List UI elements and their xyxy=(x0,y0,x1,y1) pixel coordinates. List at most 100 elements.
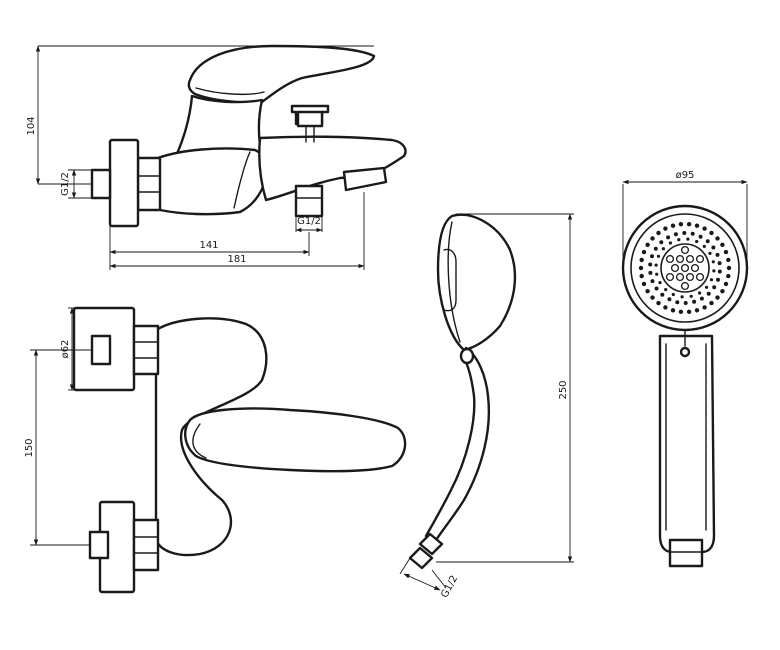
nozzle-dot xyxy=(702,305,707,310)
nozzle-dot xyxy=(709,230,714,236)
nozzle-dot xyxy=(671,292,675,297)
nozzle-dot xyxy=(715,252,720,257)
mixer-top-view: ø62 150 xyxy=(24,306,407,594)
nozzle-dot xyxy=(702,226,707,231)
center-nozzle xyxy=(685,272,695,282)
center-nozzle xyxy=(680,245,690,255)
nozzle-dot xyxy=(675,300,680,305)
mixer-cartridge-body xyxy=(174,94,264,158)
nozzle-dot xyxy=(690,231,695,236)
center-nozzle xyxy=(665,272,675,282)
nozzle-dot xyxy=(641,249,647,255)
nozzle-dot xyxy=(656,230,661,236)
nozzle-dot xyxy=(653,246,658,251)
nozzle-dot xyxy=(711,260,715,264)
mixer-nut xyxy=(136,156,162,212)
inlet-pipe xyxy=(90,168,112,200)
nozzle-dot xyxy=(698,234,703,239)
nozzle-dot xyxy=(716,277,720,282)
mixer-body-plan xyxy=(154,317,268,557)
center-nozzle xyxy=(695,254,705,264)
dim-handshower-250: 250 xyxy=(558,380,569,399)
center-nozzle xyxy=(690,263,700,273)
center-nozzle xyxy=(675,254,685,264)
dim-height-104: 104 xyxy=(26,116,37,135)
nozzle-dot xyxy=(702,244,706,248)
nozzle-dot xyxy=(692,299,697,304)
nozzle-dot xyxy=(726,257,731,263)
mixer-aerator xyxy=(342,166,388,192)
nozzle-dot xyxy=(678,309,684,314)
nozzle-dot xyxy=(655,272,659,276)
nozzle-dot xyxy=(709,278,714,282)
nozzle-dot xyxy=(705,239,710,244)
nozzle-dot xyxy=(723,281,729,287)
nozzle-dot xyxy=(641,281,647,287)
nozzle-dot xyxy=(695,239,699,244)
nozzle-dot xyxy=(650,236,655,241)
nozzle-dot xyxy=(650,279,655,284)
nozzle-dot xyxy=(694,223,700,228)
handshower-head-side xyxy=(436,213,517,352)
center-nozzle xyxy=(665,254,675,264)
handshower-side-view: 250 G1/2 xyxy=(399,213,574,600)
nozzle-dot xyxy=(717,261,722,266)
nozzle-dot xyxy=(726,273,731,279)
mixer-spout xyxy=(258,135,407,202)
spray-nozzles xyxy=(638,222,732,314)
nozzle-dot xyxy=(694,308,700,313)
dim-outlet-thread: G1/2 xyxy=(297,216,321,227)
nozzle-dot xyxy=(656,300,661,306)
nozzle-dot xyxy=(698,291,702,295)
nozzle-dot xyxy=(639,273,644,279)
mixer-lever-handle xyxy=(187,44,376,104)
nozzle-dot xyxy=(712,269,716,273)
nozzle-dot xyxy=(670,308,676,313)
nozzle-dot xyxy=(686,237,690,241)
nozzle-dot xyxy=(673,232,678,237)
nozzle-dot xyxy=(650,295,655,300)
nozzle-dot xyxy=(648,262,653,267)
center-nozzle xyxy=(695,272,705,282)
nozzle-dot xyxy=(689,294,693,298)
nozzle-dot xyxy=(708,251,712,255)
nozzle-dot xyxy=(667,297,672,302)
nozzle-dot xyxy=(668,241,673,245)
nozzle-dot xyxy=(650,254,654,259)
nozzle-dot xyxy=(715,295,720,300)
nozzle-dot xyxy=(686,222,692,227)
mixer-lower-body xyxy=(156,147,269,216)
handshower-bottom-nut xyxy=(668,538,704,568)
dim-head-dia: ø95 xyxy=(676,170,695,181)
nozzle-dot xyxy=(699,296,704,301)
nozzle-dot xyxy=(705,285,709,289)
nozzle-dot xyxy=(663,305,668,310)
nozzle-dot xyxy=(645,289,650,294)
nozzle-dot xyxy=(666,235,671,240)
nozzle-dot xyxy=(638,265,644,271)
nozzle-dot xyxy=(656,254,661,258)
handshower-connector xyxy=(418,532,444,556)
nozzle-dot xyxy=(720,289,725,294)
nozzle-dot xyxy=(661,247,666,251)
nozzle-dot xyxy=(677,238,681,242)
nozzle-dot xyxy=(683,301,688,305)
nozzle-dot xyxy=(658,281,662,285)
nozzle-dot xyxy=(670,223,676,228)
center-nozzle xyxy=(675,272,685,282)
center-nozzle xyxy=(685,254,695,264)
dim-length-181: 181 xyxy=(227,254,246,265)
nozzle-dot xyxy=(663,226,668,231)
nozzle-dot xyxy=(723,249,729,255)
nozzle-dot xyxy=(654,286,659,291)
mixer-side-view: 104 G1/2 G1/2 141 181 xyxy=(26,44,407,270)
lever-plan xyxy=(184,407,407,473)
nozzle-dot xyxy=(654,263,658,267)
center-nozzle xyxy=(680,263,690,273)
nozzle-dot xyxy=(660,292,665,297)
nozzle-dot xyxy=(686,309,692,314)
nozzle-dot xyxy=(659,240,664,245)
nozzle-dot xyxy=(709,300,714,306)
nozzle-dot xyxy=(715,236,720,241)
